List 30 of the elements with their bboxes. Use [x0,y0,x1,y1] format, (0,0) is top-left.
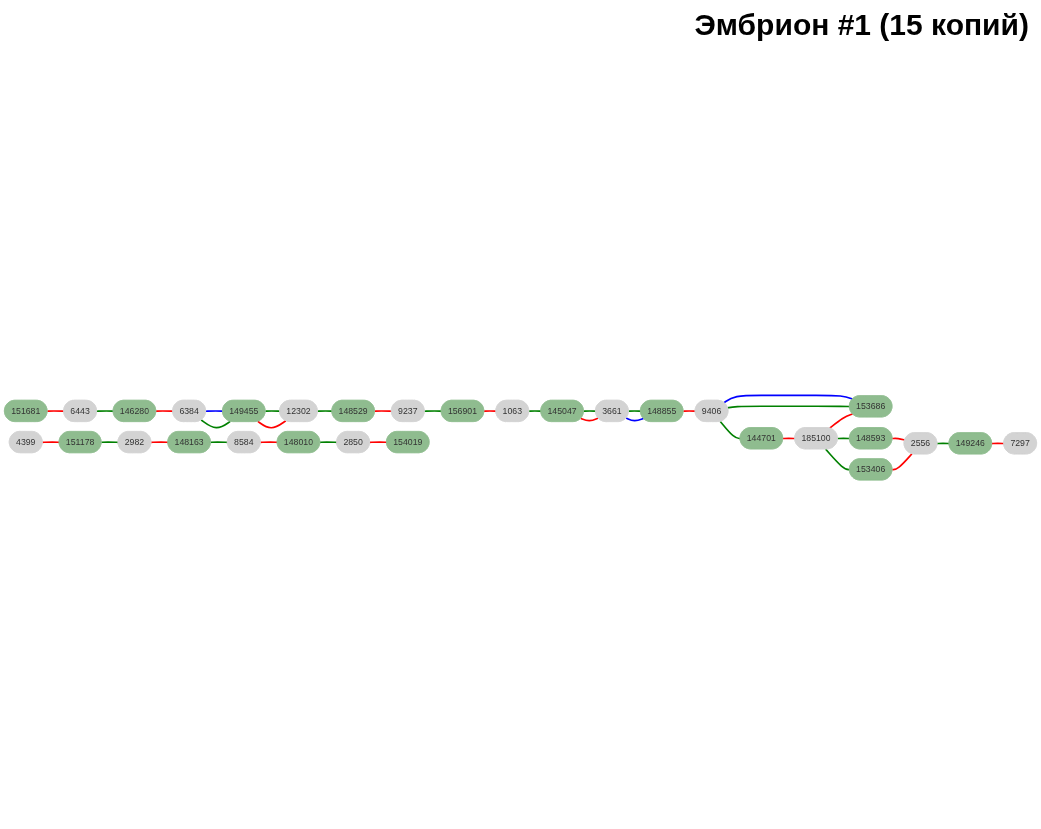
diagram-title: Эмбрион #1 (15 копий) [694,8,1029,42]
connector [257,419,287,429]
connector [155,410,174,412]
connector [682,410,697,412]
connector [46,410,65,412]
connector [150,441,169,443]
connector [627,410,642,412]
connector [824,448,851,471]
connector [316,410,333,412]
connector [96,410,115,412]
connector [528,410,542,412]
connector [719,420,742,440]
connector [41,441,61,443]
connector [625,417,645,422]
connector [209,441,229,443]
connector [579,417,599,422]
connector [369,441,388,443]
connector [200,418,232,429]
connector [828,412,854,429]
connector [259,441,279,443]
connector [319,441,338,443]
connector [423,410,443,412]
connector [582,410,597,412]
connector [891,452,913,471]
connector [726,405,851,409]
connector [373,410,393,412]
connector [264,410,281,412]
connector [205,410,224,412]
connector [723,394,854,404]
connector [483,410,497,412]
